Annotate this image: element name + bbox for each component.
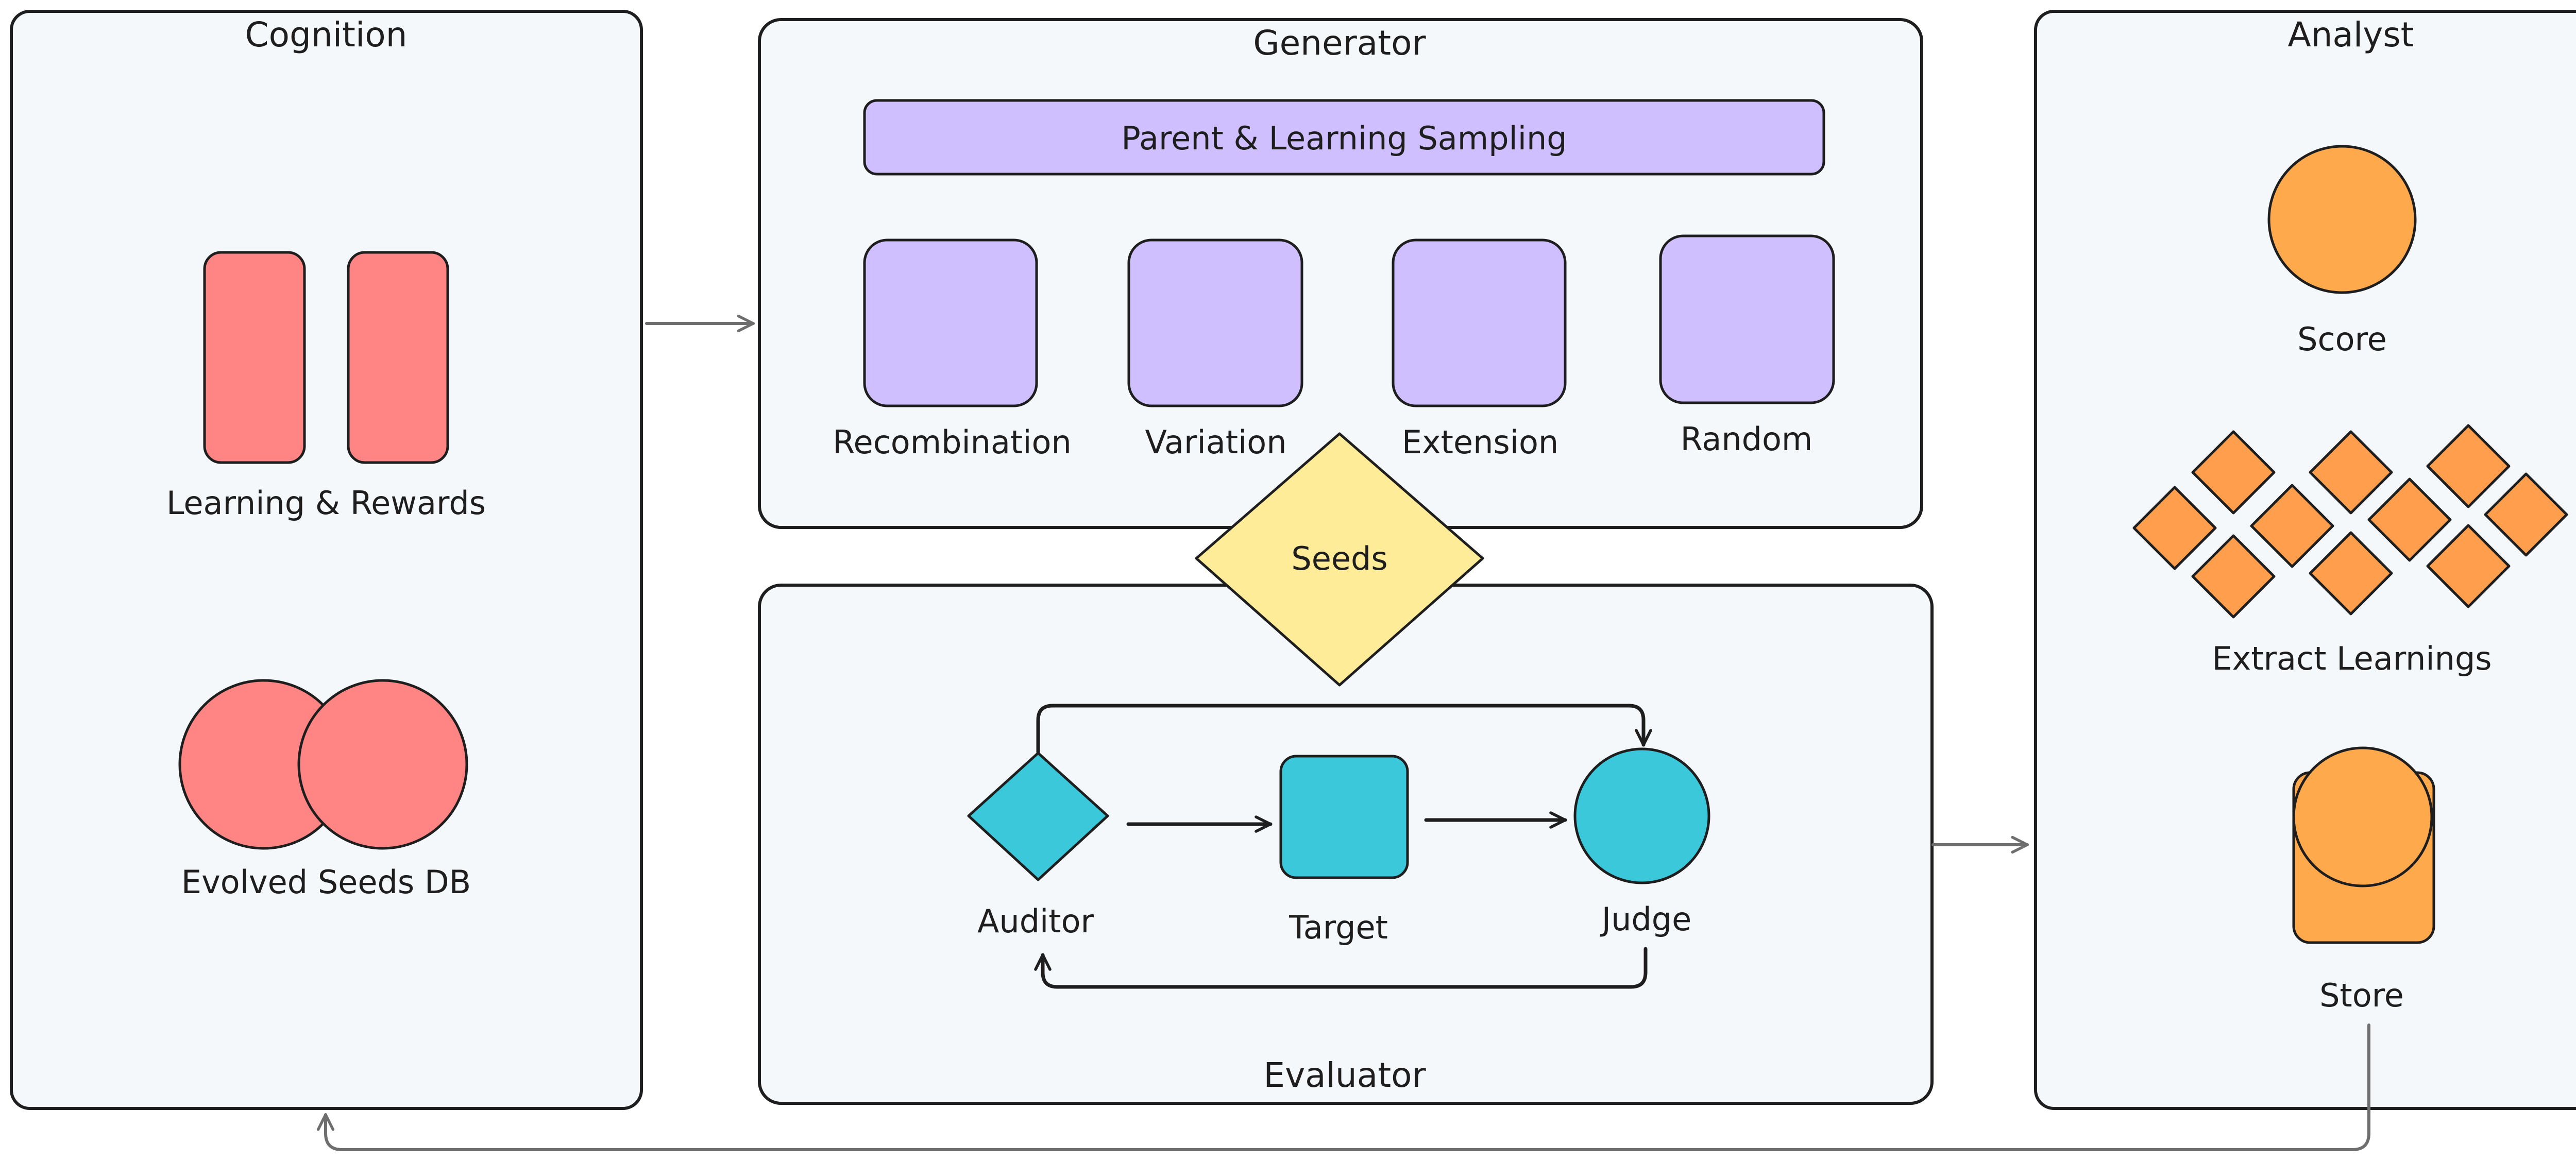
- evaluator-title: Evaluator: [1263, 1055, 1426, 1095]
- generator-title: Generator: [1253, 23, 1426, 63]
- evolved-seeds-db-label: Evolved Seeds DB: [181, 863, 471, 901]
- learning-diamond: [2426, 524, 2511, 608]
- score-circle: [2267, 145, 2417, 294]
- learning-diamond: [2367, 477, 2452, 562]
- learning-rewards-label: Learning & Rewards: [166, 484, 486, 522]
- reward-bar-right: [347, 251, 449, 464]
- sampling-bar: [863, 99, 1825, 176]
- extract-learnings-label: Extract Learnings: [2212, 640, 2492, 677]
- sampling-label: Parent & Learning Sampling: [1121, 119, 1567, 157]
- learning-diamond: [2309, 430, 2393, 515]
- judge-to-auditor-return-arrow: [1034, 947, 1648, 989]
- score-label: Score: [2297, 320, 2387, 358]
- seeds-db-circle-right: [297, 679, 468, 850]
- learning-diamond: [2426, 424, 2511, 508]
- store-label: Store: [2319, 977, 2404, 1014]
- variation-box: [1127, 238, 1303, 407]
- operator-label-random: Random: [1681, 420, 1813, 458]
- operator-label-variation: Variation: [1145, 423, 1286, 461]
- auditor-to-judge-top-arrow: [1036, 704, 1652, 754]
- seeds-diamond: [1195, 432, 1484, 687]
- learnings-diamond-cluster: [2132, 424, 2568, 619]
- auditor-diamond: [967, 752, 1109, 881]
- auditor-label: Auditor: [977, 902, 1094, 940]
- analyst-panel: [2034, 10, 2576, 1110]
- learning-diamond: [2132, 486, 2217, 570]
- extension-box: [1392, 238, 1567, 407]
- learning-diamond: [2191, 430, 2276, 515]
- operator-label-extension: Extension: [1402, 423, 1558, 461]
- random-box: [1659, 234, 1835, 404]
- cognition-title: Cognition: [245, 15, 408, 55]
- operator-label-recombination: Recombination: [833, 423, 1072, 461]
- learning-diamond: [2309, 531, 2393, 616]
- target-box: [1279, 755, 1409, 879]
- analyst-title: Analyst: [2287, 15, 2414, 55]
- judge-label: Judge: [1600, 900, 1691, 938]
- judge-circle: [1573, 747, 1710, 884]
- learning-diamond: [2191, 534, 2276, 619]
- store-cylinder-top: [2292, 746, 2433, 887]
- cognition-panel: [10, 10, 643, 1110]
- learning-diamond: [2250, 484, 2334, 568]
- store-to-cognition-feedback-arrow: [316, 1023, 2370, 1151]
- learning-diamond: [2484, 472, 2568, 557]
- reward-bar-left: [203, 251, 306, 464]
- seeds-label: Seeds: [1291, 540, 1387, 577]
- target-label: Target: [1289, 909, 1388, 946]
- recombination-box: [863, 238, 1038, 407]
- store-cylinder-icon: [2292, 746, 2435, 944]
